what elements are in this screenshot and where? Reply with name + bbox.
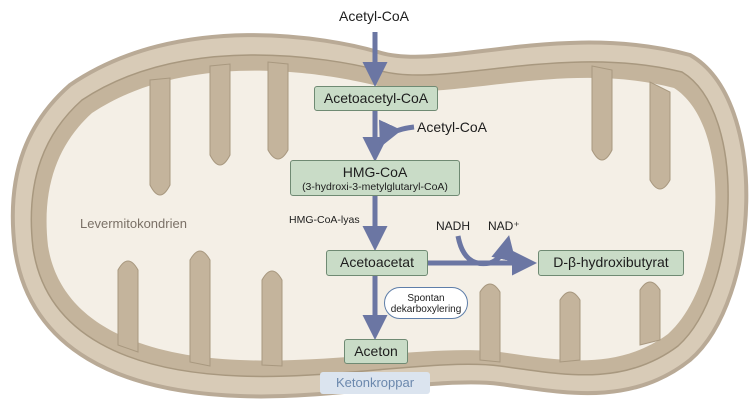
hmg-coa-fullname: (3-hydroxi-3-metylglutaryl-CoA)	[302, 181, 448, 193]
hydroxibutyrat-label: D-β-hydroxibutyrat	[553, 254, 669, 270]
aceton-label: Aceton	[354, 343, 398, 359]
top-substrate-label: Acetyl-CoA	[339, 8, 410, 24]
spontaneous-decarboxylation-note: Spontan dekarboxylering	[384, 287, 468, 319]
organelle-label: Levermitokondrien	[80, 216, 187, 231]
acetoacetat-box: Acetoacetat	[326, 250, 428, 276]
hydroxibutyrat-box: D-β-hydroxibutyrat	[538, 250, 684, 276]
ketone-bodies-tag: Ketonkroppar	[320, 372, 430, 394]
acetoacetyl-coa-label: Acetoacetyl-CoA	[323, 90, 429, 106]
hmg-coa-box: HMG-CoA (3-hydroxi-3-metylglutaryl-CoA)	[290, 160, 460, 196]
acetoacetat-label: Acetoacetat	[340, 254, 414, 270]
nad-label: NAD⁺	[488, 219, 520, 233]
process-note-line2: dekarboxylering	[390, 304, 462, 315]
enzyme-label: HMG-CoA-lyas	[289, 214, 360, 226]
cristae	[117, 61, 671, 367]
nadh-label: NADH	[436, 219, 471, 233]
acetoacetyl-coa-box: Acetoacetyl-CoA	[314, 86, 438, 111]
arrow-nadh-to-nad	[455, 235, 516, 267]
process-note-line1: Spontan	[407, 293, 445, 304]
hmg-coa-label: HMG-CoA	[342, 164, 408, 180]
pathway-arrows	[362, 32, 537, 340]
arrow-side-acetylcoa	[379, 119, 415, 148]
side-substrate-label: Acetyl-CoA	[417, 119, 488, 135]
aceton-box: Aceton	[344, 339, 408, 364]
